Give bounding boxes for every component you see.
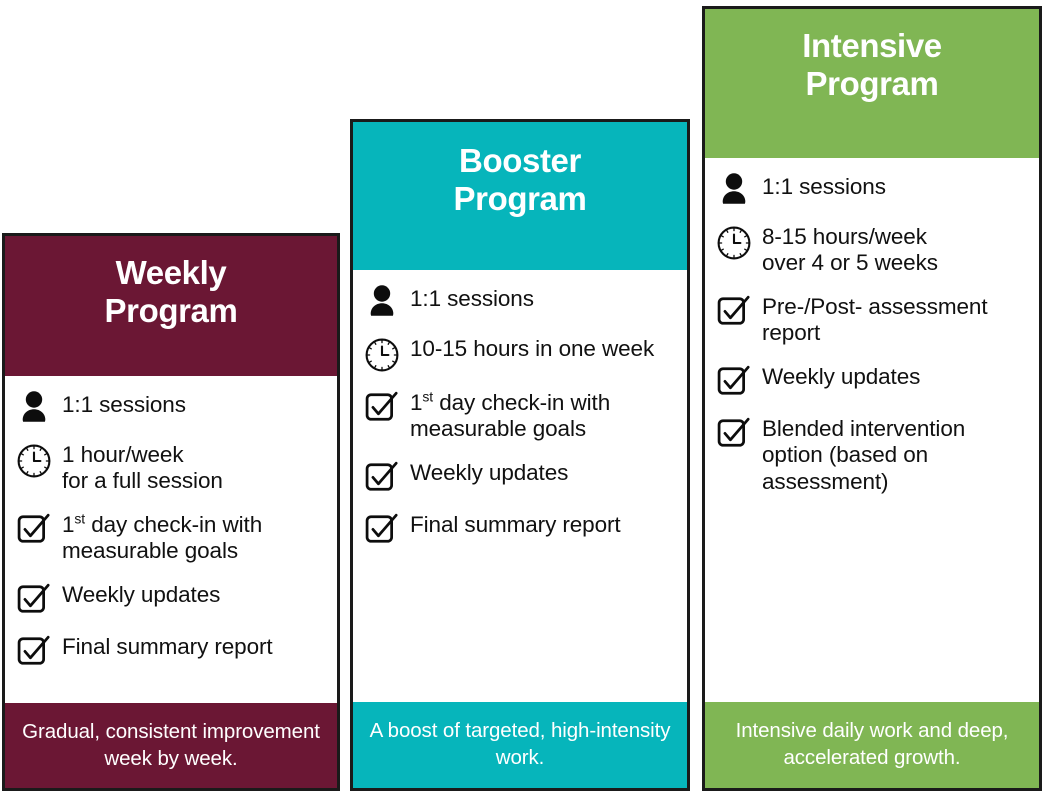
card-footer-weekly: Gradual, consistent improvement week by … bbox=[5, 703, 337, 788]
card-title-line1: Intensive bbox=[802, 27, 942, 64]
feature-item: Weekly updates bbox=[717, 362, 1029, 398]
feature-label: Final summary report bbox=[62, 634, 273, 660]
checkbox-checked-icon bbox=[717, 366, 750, 396]
feature-item: 1:1 sessions bbox=[17, 390, 327, 424]
feature-item: Pre-/Post- assessment report bbox=[717, 292, 1029, 346]
person-icon bbox=[722, 173, 746, 204]
card-title-line1: Weekly bbox=[115, 254, 227, 291]
feature-item: 1st day check-in with measurable goals bbox=[365, 388, 677, 442]
checkbox-checked-icon bbox=[717, 418, 750, 448]
checkbox-checked-icon bbox=[365, 391, 398, 421]
feature-label: 1:1 sessions bbox=[410, 286, 534, 311]
feature-item: Weekly updates bbox=[17, 580, 327, 616]
clock-icon bbox=[717, 226, 751, 260]
feature-item: 1:1 sessions bbox=[717, 172, 1029, 206]
clock-icon bbox=[17, 444, 51, 478]
feature-label: Weekly updates bbox=[762, 364, 921, 390]
ordinal-suffix: st bbox=[422, 388, 434, 405]
clock-icon bbox=[365, 338, 399, 372]
person-icon bbox=[370, 285, 394, 316]
ordinal-suffix: st bbox=[74, 510, 86, 527]
feature-label: 1st day check-in with measurable goals bbox=[62, 510, 263, 564]
card-feature-list-booster: 1:1 sessions 10-15 hours in one week 1st d… bbox=[353, 270, 687, 702]
feature-label: 1:1 sessions bbox=[762, 174, 886, 199]
checkbox-checked-icon bbox=[717, 296, 750, 325]
feature-item: 1st day check-in with measurable goals bbox=[17, 510, 327, 564]
card-footer-intensive: Intensive daily work and deep, accelerat… bbox=[705, 702, 1039, 788]
card-footer-booster: A boost of targeted, high-intensity work… bbox=[353, 702, 687, 788]
person-icon bbox=[22, 391, 46, 422]
feature-item: Final summary report bbox=[365, 510, 677, 546]
feature-label: 1st day check-in with measurable goals bbox=[410, 388, 611, 442]
checkbox-checked-icon bbox=[17, 514, 50, 543]
checkbox-checked-icon bbox=[17, 584, 50, 614]
feature-label: Weekly updates bbox=[410, 460, 569, 486]
checkbox-checked-icon bbox=[365, 462, 398, 491]
feature-label: Blended intervention option (based on as… bbox=[762, 416, 966, 494]
feature-item: 1:1 sessions bbox=[365, 284, 677, 318]
feature-item: Blended intervention option (based on as… bbox=[717, 414, 1029, 494]
card-title-line2: Program bbox=[104, 291, 238, 329]
feature-label: Final summary report bbox=[410, 512, 621, 538]
feature-item: Weekly updates bbox=[365, 458, 677, 494]
checkbox-checked-icon bbox=[17, 636, 50, 666]
feature-label: Weekly updates bbox=[62, 582, 221, 608]
card-title-line2: Program bbox=[453, 179, 587, 217]
feature-item: Final summary report bbox=[17, 632, 327, 668]
feature-label: Pre-/Post- assessment report bbox=[762, 294, 988, 346]
checkbox-checked-icon bbox=[365, 514, 398, 543]
card-title-line1: Booster bbox=[459, 142, 581, 179]
feature-label: 10-15 hours in one week bbox=[410, 336, 655, 361]
feature-item: 10-15 hours in one week bbox=[365, 334, 677, 372]
feature-label: 1:1 sessions bbox=[62, 392, 186, 417]
card-title-line2: Program bbox=[805, 64, 939, 102]
